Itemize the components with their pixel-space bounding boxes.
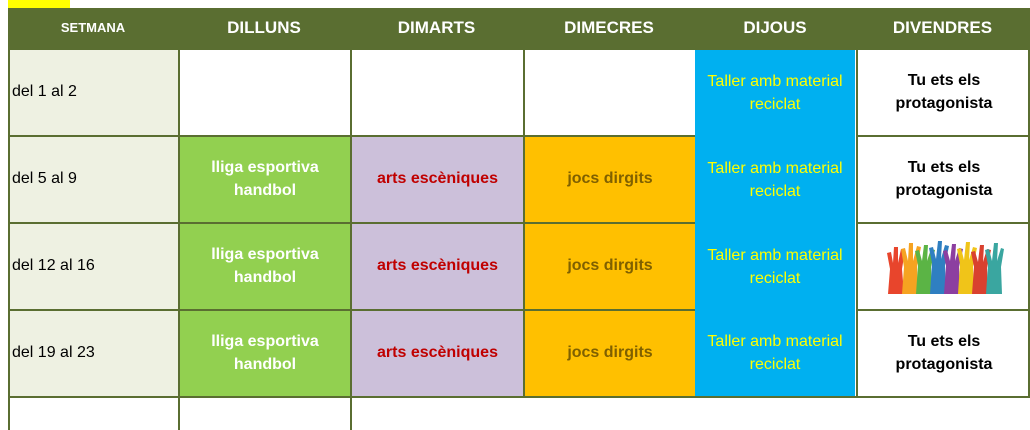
friday-cell: Tu ets els protagonista: [858, 311, 1030, 396]
tuesday-cell: arts escèniques: [352, 137, 523, 222]
wednesday-cell: jocs dirgits: [525, 137, 695, 222]
thursday-cell: Taller amb material reciclat: [695, 224, 855, 311]
friday-activity: Tu ets els protagonista: [895, 333, 993, 373]
thursday-cell: Taller amb material reciclat: [695, 50, 855, 137]
wednesday-cell: jocs dirgits: [525, 311, 695, 396]
thursday-activity: Taller amb material reciclat: [707, 73, 843, 113]
grid-line: [8, 222, 695, 224]
thursday-cell: Taller amb material reciclat: [695, 137, 855, 224]
grid-line: [178, 48, 180, 430]
header-dijous: DIJOUS: [695, 8, 855, 48]
friday-activity: Tu ets els protagonista: [895, 159, 993, 199]
monday-activity: lliga esportiva handbol: [211, 246, 319, 286]
thursday-activity: Taller amb material reciclat: [707, 160, 843, 200]
grid-line: [856, 135, 1030, 137]
monday-activity: lliga esportiva handbol: [211, 159, 319, 199]
header-setmana: SETMANA: [8, 8, 178, 48]
thursday-cell: Taller amb material reciclat: [695, 311, 855, 396]
wednesday-cell: jocs dirgits: [525, 224, 695, 309]
wednesday-cell-empty: [523, 50, 695, 135]
grid-line: [8, 48, 1030, 50]
monday-cell: lliga esportiva handbol: [180, 311, 350, 396]
tuesday-activity: arts escèniques: [377, 170, 498, 188]
week-cell: del 5 al 9: [8, 137, 178, 222]
friday-cell: Tu ets els protagonista: [858, 50, 1030, 135]
header-divendres: DIVENDRES: [855, 8, 1030, 48]
header-dilluns: DILLUNS: [178, 8, 350, 48]
tuesday-cell: arts escèniques: [352, 224, 523, 309]
grid-line: [8, 48, 10, 430]
monday-activity: lliga esportiva handbol: [211, 333, 319, 373]
wednesday-activity: jocs dirgits: [567, 344, 653, 362]
monday-cell-empty: [178, 50, 350, 135]
raised-hands-icon: [884, 239, 1004, 294]
monday-cell: lliga esportiva handbol: [180, 137, 350, 222]
schedule-table: SETMANA DILLUNS DIMARTS DIMECRES DIJOUS …: [8, 8, 1030, 430]
thursday-activity: Taller amb material reciclat: [707, 333, 843, 373]
tuesday-activity: arts escèniques: [377, 257, 498, 275]
thursday-activity: Taller amb material reciclat: [707, 247, 843, 287]
week-cell: del 1 al 2: [8, 50, 178, 135]
friday-cell: [858, 224, 1030, 309]
grid-line: [8, 309, 695, 311]
tuesday-activity: arts escèniques: [377, 344, 498, 362]
grid-line: [8, 135, 695, 137]
grid-line: [856, 309, 1030, 311]
tuesday-cell-empty: [350, 50, 523, 135]
grid-line: [350, 48, 352, 430]
header-dimecres: DIMECRES: [523, 8, 695, 48]
friday-cell: Tu ets els protagonista: [858, 137, 1030, 222]
week-cell: del 19 al 23: [8, 311, 178, 396]
wednesday-activity: jocs dirgits: [567, 170, 653, 188]
header-dimarts: DIMARTS: [350, 8, 523, 48]
grid-line: [8, 396, 1030, 398]
monday-cell: lliga esportiva handbol: [180, 224, 350, 309]
grid-line: [856, 222, 1030, 224]
highlight-tag: [8, 0, 70, 8]
week-cell: del 12 al 16: [8, 224, 178, 309]
friday-activity: Tu ets els protagonista: [895, 72, 993, 112]
tuesday-cell: arts escèniques: [352, 311, 523, 396]
wednesday-activity: jocs dirgits: [567, 257, 653, 275]
